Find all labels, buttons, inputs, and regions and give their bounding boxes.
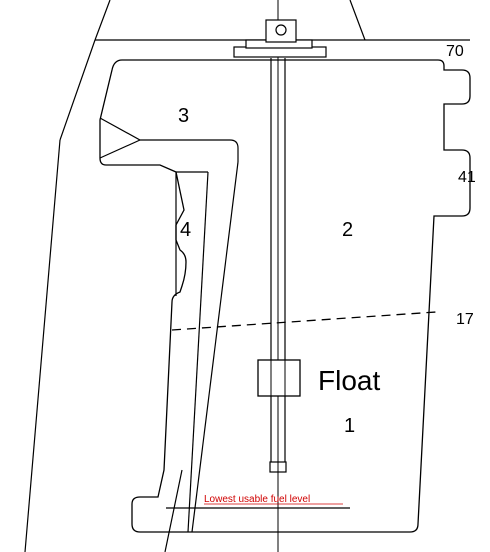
zone-label-4: 4 <box>180 219 191 241</box>
baffle-walls <box>99 117 239 533</box>
zone-label-3: 3 <box>178 105 189 127</box>
tank-outline <box>99 59 471 533</box>
sender-head <box>233 19 327 58</box>
level-label-70: 70 <box>446 43 464 60</box>
zone-label-1: 1 <box>344 415 355 437</box>
lowest-level-label: Lowest usable fuel level <box>204 494 310 505</box>
frame-lines <box>24 0 470 552</box>
zone-label-2: 2 <box>342 219 353 241</box>
float-label: Float <box>318 365 380 396</box>
level-label-17: 17 <box>456 311 474 328</box>
float-body <box>257 359 301 397</box>
level-17-line <box>171 311 437 331</box>
level-label-41: 41 <box>458 169 476 186</box>
